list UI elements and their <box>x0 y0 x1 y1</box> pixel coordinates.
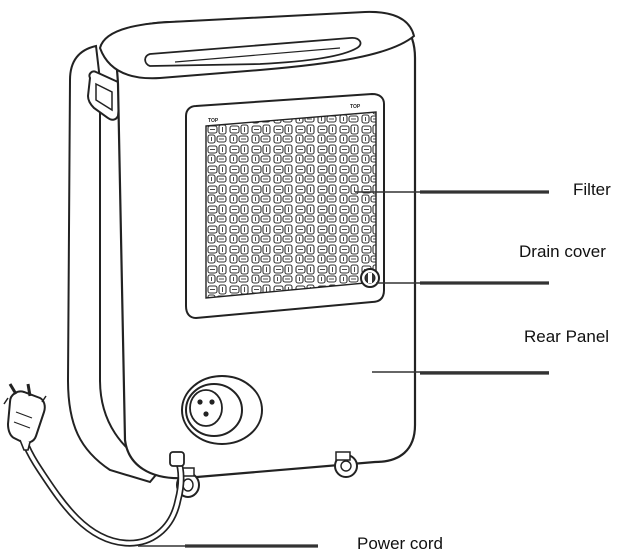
power-plug <box>3 383 47 451</box>
rear-panel-label: Rear Panel <box>524 327 610 346</box>
power-cord <box>18 424 185 547</box>
power-inlet <box>181 375 263 445</box>
right-wheel <box>334 451 358 478</box>
drain-cover <box>360 268 380 288</box>
filter-mesh <box>205 111 377 299</box>
unit-side-face <box>66 44 162 484</box>
drain-cover-label: Drain cover <box>519 242 606 261</box>
filter-corner-text-right: TOP <box>350 104 361 110</box>
filter-label: Filter <box>573 180 611 199</box>
power-cord-label: Power cord <box>357 534 443 553</box>
filter-corner-text-left: TOP <box>208 118 219 124</box>
top-handle-slot <box>144 37 362 67</box>
leader-lines <box>138 190 549 548</box>
